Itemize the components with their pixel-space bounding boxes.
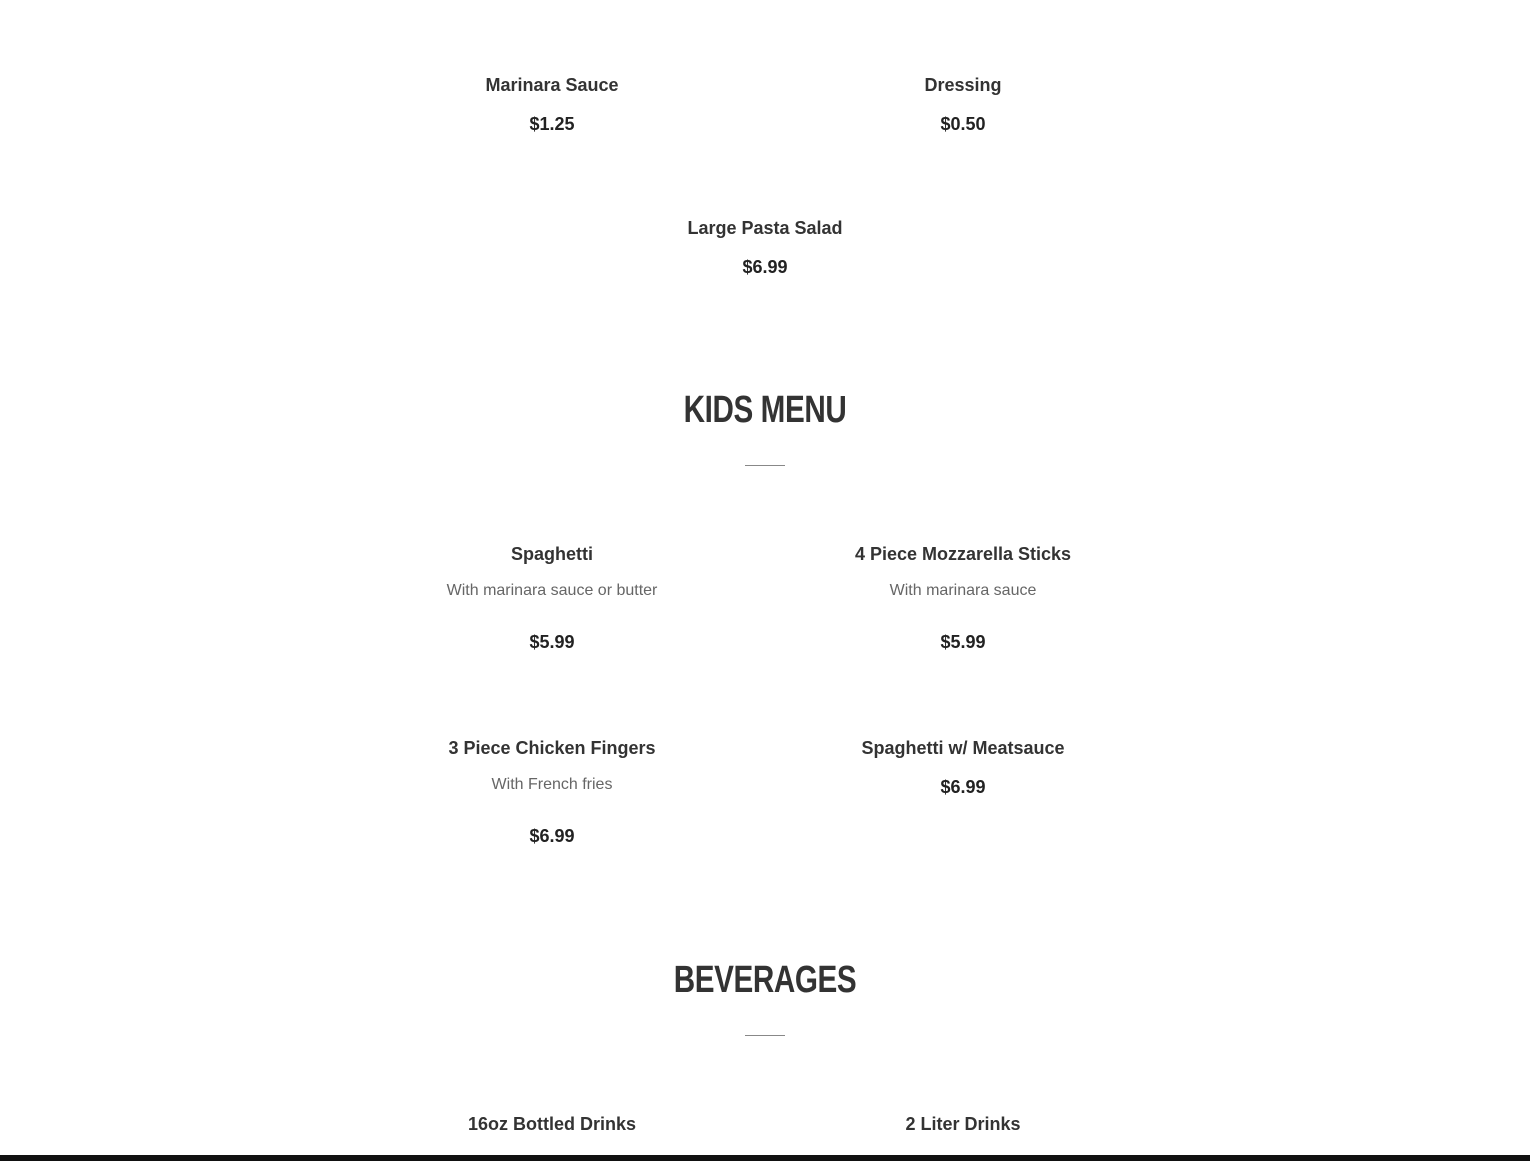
menu-item-spaghetti-meatsauce: Spaghetti w/ Meatsauce $6.99: [763, 737, 1163, 798]
menu-item-name: 2 Liter Drinks: [905, 1114, 1021, 1134]
menu-item-name: Spaghetti w/ Meatsauce: [861, 738, 1065, 758]
menu-item-chicken-fingers: 3 Piece Chicken Fingers With French frie…: [352, 737, 752, 847]
menu-item-description: With marinara sauce: [889, 582, 1037, 599]
menu-item-price: $6.99: [529, 826, 575, 846]
menu-item-price: $5.99: [529, 632, 575, 652]
menu-item-description: With French fries: [491, 776, 613, 793]
menu-item-16oz-bottled-drinks: 16oz Bottled Drinks: [352, 1113, 752, 1135]
menu-item-name: Marinara Sauce: [485, 75, 619, 95]
kids-menu-heading: KIDS MENU: [683, 389, 847, 431]
section-divider: [745, 1035, 785, 1036]
menu-item-name: Spaghetti: [510, 544, 593, 564]
menu-item-dressing: Dressing $0.50: [763, 74, 1163, 135]
menu-item-price: $6.99: [940, 777, 986, 797]
menu-item-price: $1.25: [529, 114, 575, 134]
section-divider: [745, 465, 785, 466]
menu-item-name: 16oz Bottled Drinks: [467, 1114, 637, 1134]
menu-item-2-liter-drinks: 2 Liter Drinks: [763, 1113, 1163, 1135]
bottom-bar: [0, 1155, 1530, 1161]
menu-item-price: $0.50: [940, 114, 986, 134]
menu-item-name: Large Pasta Salad: [687, 218, 843, 238]
menu-item-price: $5.99: [940, 632, 986, 652]
menu-item-description: With marinara sauce or butter: [446, 582, 658, 599]
menu-item-marinara-sauce: Marinara Sauce $1.25: [352, 74, 752, 135]
menu-item-large-pasta-salad: Large Pasta Salad $6.99: [565, 217, 965, 278]
menu-item-price: $6.99: [742, 257, 788, 277]
menu-item-spaghetti: Spaghetti With marinara sauce or butter …: [352, 543, 752, 653]
menu-item-name: 4 Piece Mozzarella Sticks: [854, 544, 1072, 564]
menu-item-name: 3 Piece Chicken Fingers: [448, 738, 656, 758]
menu-item-mozzarella-sticks: 4 Piece Mozzarella Sticks With marinara …: [763, 543, 1163, 653]
menu-item-name: Dressing: [924, 75, 1002, 95]
beverages-heading: BEVERAGES: [673, 959, 857, 1001]
